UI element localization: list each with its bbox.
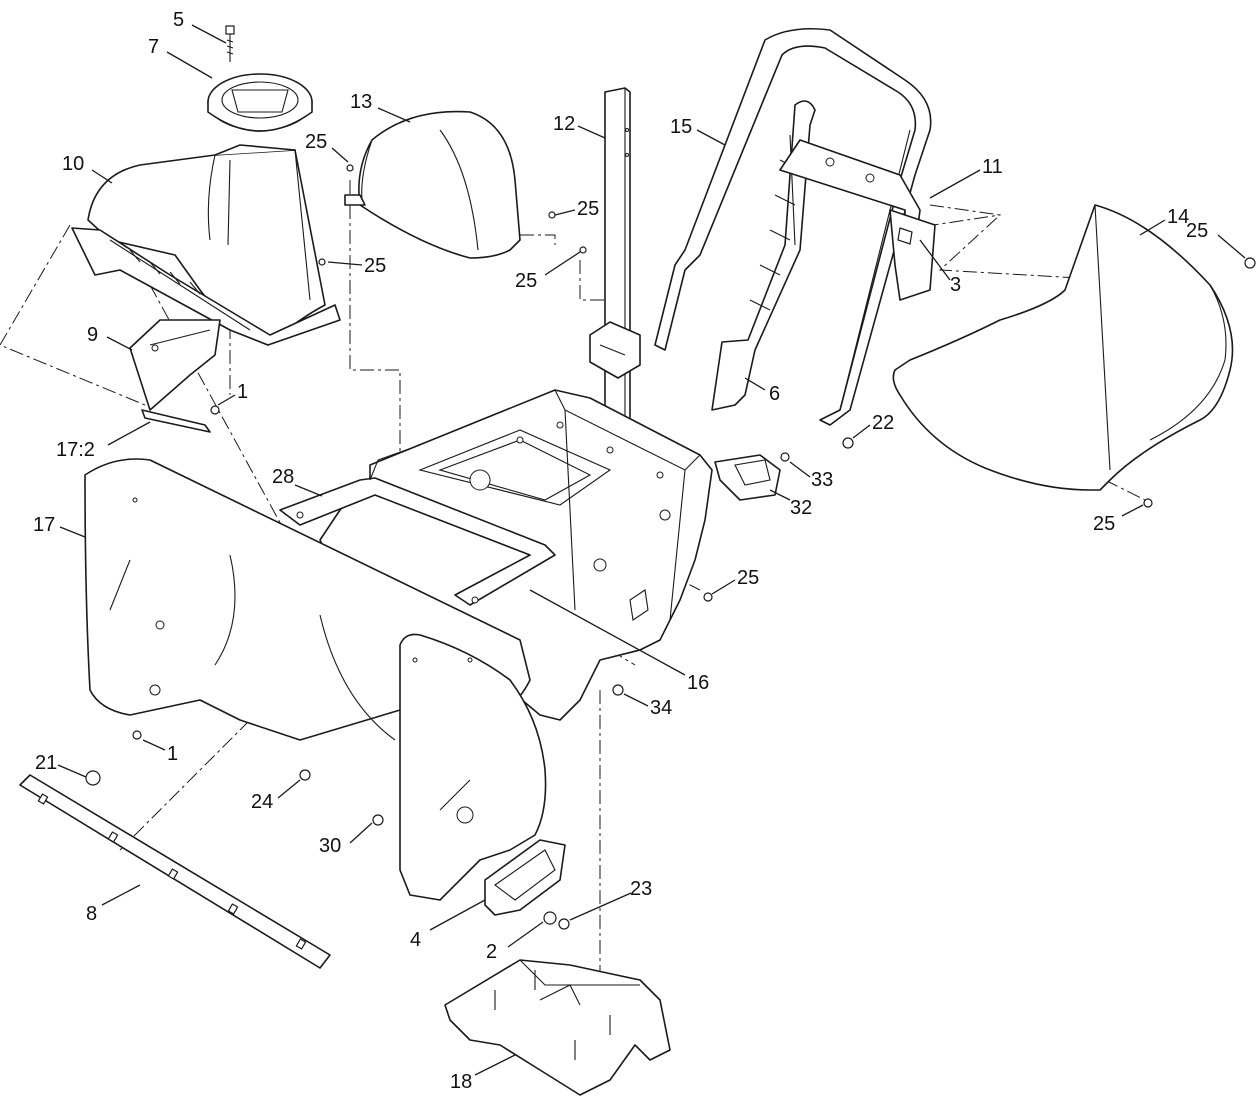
callout-21: 21 [35,752,57,774]
callout-30: 30 [319,835,341,857]
part-15-handle [654,27,932,426]
part-5-screw [225,25,235,62]
part-28-plate [279,444,556,606]
callout-25-g: 25 [737,567,759,589]
callout-10: 10 [62,153,84,175]
callout-32: 32 [790,497,812,519]
callout-7: 7 [148,36,159,58]
callout-28: 28 [272,466,294,488]
callout-11: 11 [982,156,1003,178]
part-17-side-plate [399,633,547,901]
callout-25-e: 25 [1186,220,1208,242]
callout-9: 9 [87,324,98,346]
callout-3: 3 [950,274,961,296]
callout-8: 8 [86,903,97,925]
callout-33: 33 [811,469,833,491]
part-12-column [589,87,641,426]
part-9-chute-deflector [129,319,221,411]
callout-25-d: 25 [515,270,537,292]
callout-18: 18 [450,1071,472,1093]
callout-25-b: 25 [577,198,599,220]
callout-25-a: 25 [305,131,327,153]
leader-lines [57,24,1246,1076]
callout-25-c: 25 [364,255,386,277]
callout-14: 14 [1167,206,1189,228]
part-8-scraper-bar [19,774,331,969]
callout-17-2: 17:2 [56,439,95,461]
fasteners [85,164,1256,930]
part-10-chute [71,144,341,346]
callout-16: 16 [687,672,709,694]
callout-22: 22 [872,412,894,434]
callout-1-a: 1 [237,381,248,403]
callout-25-f: 25 [1093,513,1115,535]
part-18-base [444,959,671,1096]
callout-12: 12 [553,113,575,135]
part-17-2-plate [141,409,211,433]
callout-4: 4 [410,929,421,951]
part-4-skid-shoe [484,839,566,916]
callout-6: 6 [769,383,780,405]
callout-15: 15 [670,116,692,138]
callout-23: 23 [630,878,652,900]
part-13-belt-cover [344,110,521,259]
part-14-shroud [892,204,1234,491]
callout-labels: 5 7 10 13 12 15 25 25 25 25 11 14 25 3 9… [33,9,1208,1093]
callout-1-b: 1 [167,743,178,765]
callout-13: 13 [350,91,372,113]
callout-5: 5 [173,9,184,31]
part-7-deflector-ring [207,73,313,132]
callout-24: 24 [251,791,273,813]
callout-34: 34 [650,697,672,719]
part-32-bracket [714,454,781,501]
callout-2: 2 [486,941,497,963]
callout-17: 17 [33,514,55,536]
part-11-bracket [779,139,936,301]
